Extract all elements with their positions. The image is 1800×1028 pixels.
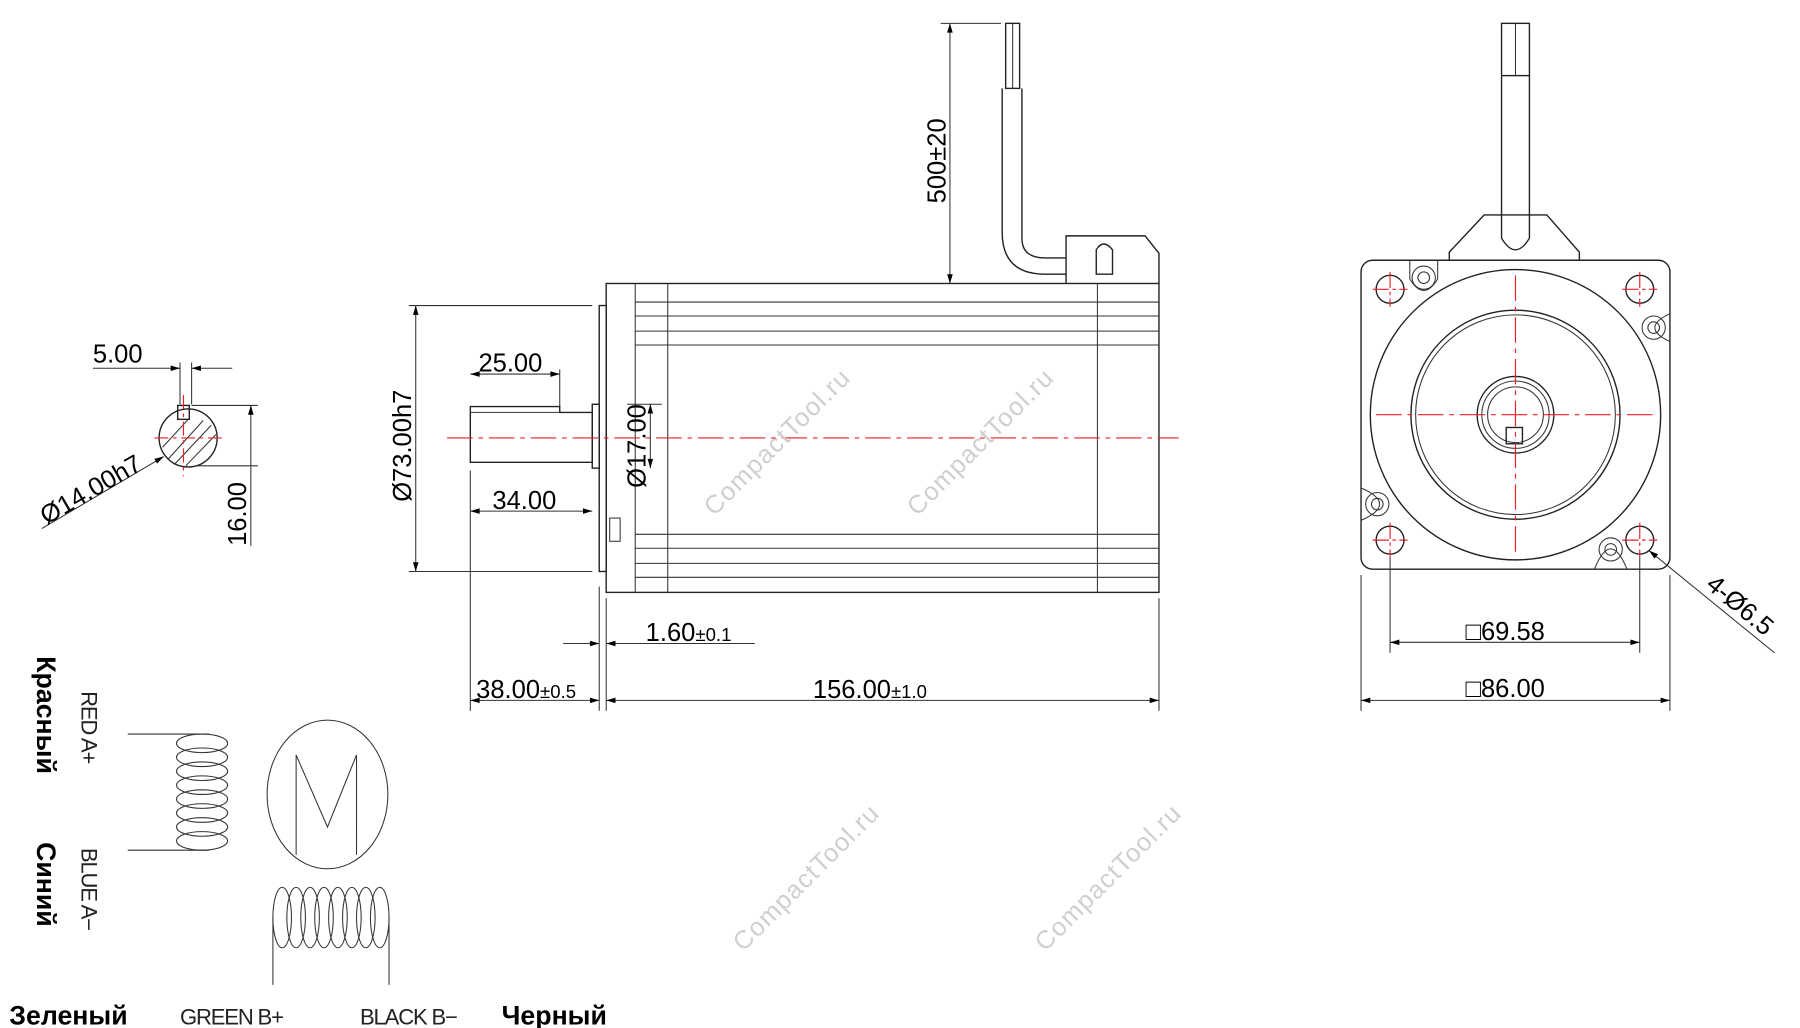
flange-size-dim: □86.00 bbox=[1466, 675, 1545, 703]
watermarks: CompactTool.ru CompactTool.ru CompactToo… bbox=[699, 363, 1188, 956]
wire-black-label: BLACK B− bbox=[360, 1004, 457, 1028]
coil-b-icon bbox=[272, 886, 390, 949]
mounting-holes-dim: 4-Ø6.5 bbox=[1701, 570, 1779, 642]
shaft-extension-tol: ±0.5 bbox=[540, 681, 576, 702]
mounting-holes bbox=[1372, 271, 1658, 558]
wire-green-ru: Зеленый bbox=[9, 1000, 127, 1028]
cable-length-dim: 500±20 bbox=[923, 118, 951, 203]
watermark: CompactTool.ru bbox=[699, 363, 857, 521]
wire-green-label: GREEN B+ bbox=[180, 1004, 283, 1028]
wire-blue-label: BLUE A− bbox=[76, 848, 101, 930]
watermark: CompactTool.ru bbox=[728, 799, 886, 957]
key-length-dim: 25.00 bbox=[478, 350, 542, 378]
wire-blue-ru: Синий bbox=[31, 842, 61, 927]
coil-a-icon bbox=[175, 733, 229, 851]
wire-red-ru: Красный bbox=[31, 656, 61, 774]
shaft-length-dim: 34.00 bbox=[492, 487, 556, 515]
watermark: CompactTool.ru bbox=[902, 363, 1060, 521]
body-length-tol: ±1.0 bbox=[891, 681, 927, 702]
side-view: 500±20 Ø73.00h7 25.00 34.00 Ø17.00 1.60±… bbox=[389, 22, 1179, 711]
front-view: □69.58 □86.00 4-Ø6.5 bbox=[1360, 22, 1779, 711]
boss-height-dim: 1.60 bbox=[646, 619, 696, 647]
svg-text:1.60±0.1: 1.60±0.1 bbox=[646, 619, 732, 647]
motor-symbol-icon bbox=[266, 719, 389, 870]
screw-icons bbox=[1360, 260, 1671, 570]
pilot-diameter-dim: Ø73.00h7 bbox=[389, 390, 417, 502]
svg-text:156.00±1.0: 156.00±1.0 bbox=[813, 676, 927, 704]
boss-diameter-dim: Ø17.00 bbox=[624, 404, 652, 488]
body-length-dim: 156.00 bbox=[813, 676, 891, 704]
shaft-diameter-dim: Ø14.00h7 bbox=[35, 450, 146, 530]
wiring-diagram: Красный RED A+ Синий BLUE A− Зеленый GRE… bbox=[9, 656, 607, 1028]
watermark: CompactTool.ru bbox=[1030, 799, 1188, 957]
shaft-extension-dim: 38.00 bbox=[476, 676, 540, 704]
wire-red-label: RED A+ bbox=[76, 691, 101, 763]
key-height-dim: 16.00 bbox=[224, 482, 252, 546]
hole-spacing-dim: □69.58 bbox=[1466, 618, 1545, 646]
svg-text:38.00±0.5: 38.00±0.5 bbox=[476, 676, 576, 704]
key-section-view: 5.00 16.00 Ø14.00h7 bbox=[35, 340, 258, 546]
wire-black-ru: Черный bbox=[502, 1000, 607, 1028]
key-width-dim: 5.00 bbox=[93, 340, 143, 368]
boss-height-tol: ±0.1 bbox=[695, 624, 731, 645]
